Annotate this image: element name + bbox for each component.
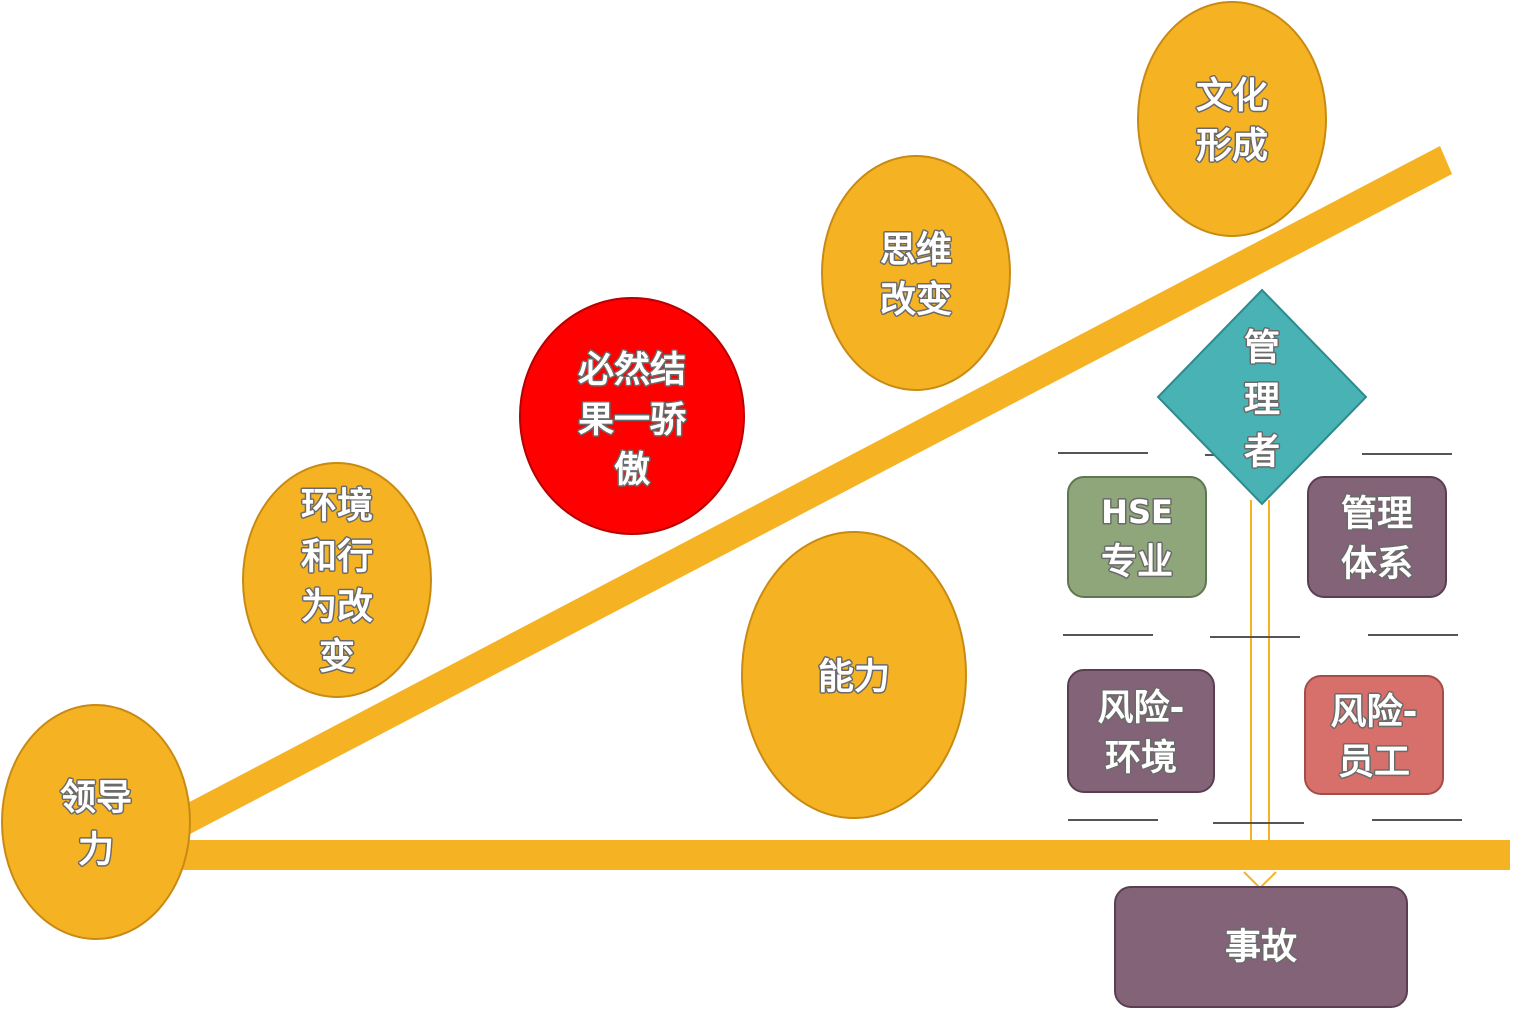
node-leadership-line-2: 力 <box>78 830 114 871</box>
node-hse-professional-line-1: HSE <box>1101 493 1173 531</box>
node-risk-environment-line-2: 环境 <box>1105 738 1177 779</box>
node-accident-line-1: 事故 <box>1225 927 1297 968</box>
node-ability: 能力 <box>741 531 967 819</box>
node-environment-behavior: 环境 和行 为改 变 <box>242 462 432 698</box>
node-manager-line-1: 管 <box>1244 328 1280 369</box>
node-culture-formed-line-2: 形成 <box>1196 126 1268 167</box>
node-management-system-line-2: 体系 <box>1341 544 1413 585</box>
node-hse-professional: HSE 专业 <box>1067 476 1207 598</box>
node-leadership: 领导 力 <box>1 704 191 940</box>
node-inevitable-result-line-2: 果一骄 <box>578 400 687 441</box>
node-inevitable-result-line-3: 傲 <box>614 450 650 491</box>
node-ability-line-1: 能力 <box>818 657 890 698</box>
node-hse-professional-line-2: 专业 <box>1101 542 1173 583</box>
node-mindset-change-line-1: 思维 <box>880 230 952 271</box>
node-environment-behavior-line-3: 为改 <box>301 587 373 628</box>
node-inevitable-result-line-1: 必然结 <box>578 349 686 391</box>
node-leadership-line-1: 领导 <box>60 778 132 819</box>
node-environment-behavior-line-1: 环境 <box>301 486 373 527</box>
node-risk-employee-line-2: 员工 <box>1338 742 1410 783</box>
node-mindset-change-line-2: 改变 <box>880 279 952 321</box>
baseline-bar <box>170 840 1510 870</box>
node-accident: 事故 <box>1114 886 1408 1008</box>
node-management-system-line-1: 管理 <box>1341 494 1413 535</box>
node-culture-formed: 文化 形成 <box>1137 1 1327 237</box>
node-inevitable-result: 必然结 果一骄 傲 <box>519 297 745 535</box>
quadrant-separator-lines <box>1058 452 1462 824</box>
node-risk-employee: 风险- 员工 <box>1304 675 1444 795</box>
node-culture-formed-line-1: 文化 <box>1196 76 1268 117</box>
rising-trend-bar <box>178 146 1452 834</box>
node-manager-line-2: 理 <box>1244 380 1280 421</box>
node-manager: 管 理 者 <box>1156 288 1368 506</box>
node-manager-line-3: 者 <box>1244 432 1280 473</box>
node-mindset-change: 思维 改变 <box>821 155 1011 391</box>
node-environment-behavior-line-4: 变 <box>319 636 355 678</box>
manager-to-accident-connector <box>1243 500 1277 890</box>
node-risk-employee-line-1: 风险- <box>1331 692 1418 733</box>
node-risk-environment-line-1: 风险- <box>1098 688 1185 729</box>
node-environment-behavior-line-2: 和行 <box>301 537 373 578</box>
node-risk-environment: 风险- 环境 <box>1067 669 1215 793</box>
node-management-system: 管理 体系 <box>1307 476 1447 598</box>
